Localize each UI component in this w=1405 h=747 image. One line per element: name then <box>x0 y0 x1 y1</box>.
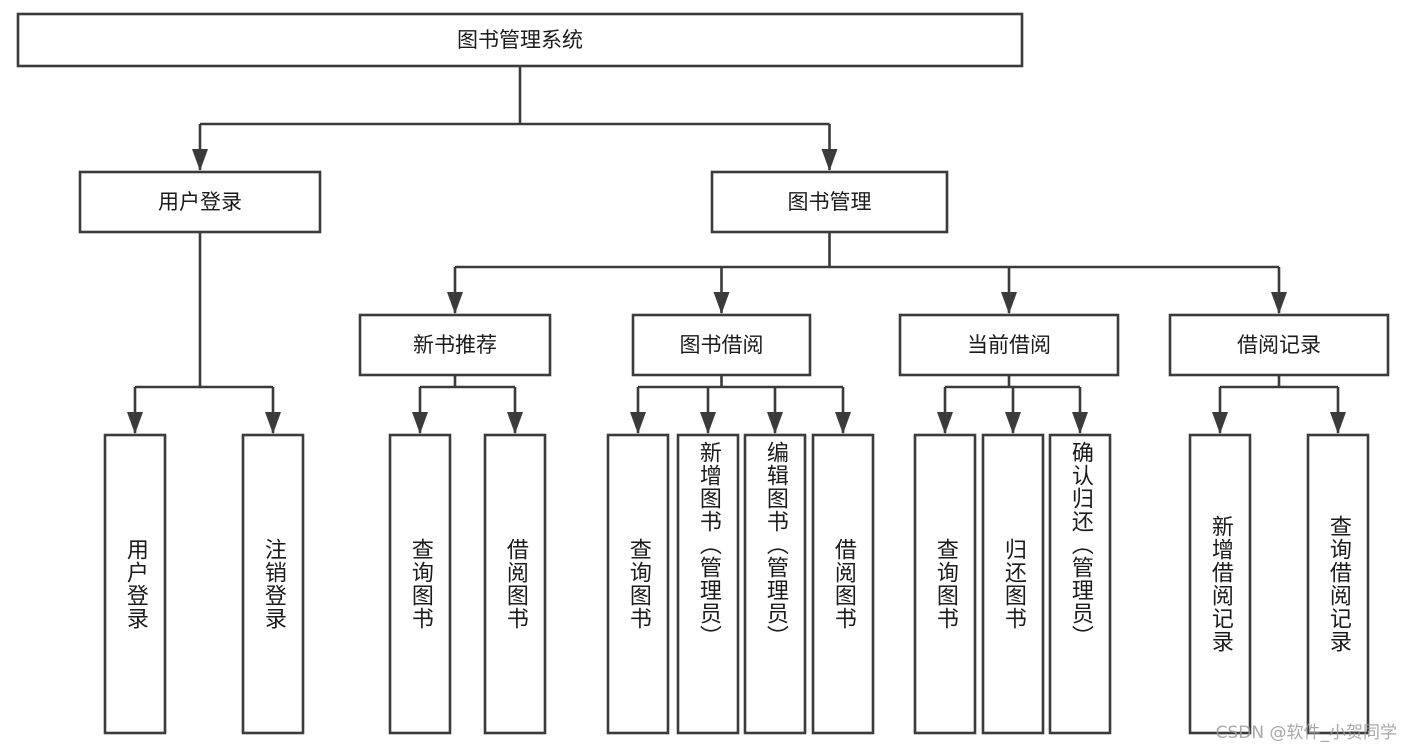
node-leaf-borrow-book[interactable] <box>811 433 875 735</box>
node-label: 图书管理 <box>788 190 872 214</box>
node-book-management[interactable] <box>710 170 949 234</box>
node-label: 借阅记录 <box>1237 333 1321 357</box>
arrow-head-borrow-records <box>1271 292 1287 314</box>
arrow-head-leaf-add-borrow-record <box>1212 412 1228 434</box>
arrow-head-leaf-borrow-book <box>835 412 851 434</box>
arrow-head-leaf-return-book <box>1005 412 1021 434</box>
node-label: 当前借阅 <box>967 333 1051 357</box>
node-leaf-user-login[interactable] <box>103 433 167 735</box>
arrow-head-leaf-logout <box>265 412 281 434</box>
arrow-head-book-borrow <box>713 292 730 314</box>
node-leaf-query-book-current[interactable] <box>913 433 977 735</box>
arrow-head-leaf-user-login <box>127 412 143 434</box>
node-leaf-return-book[interactable] <box>981 433 1045 735</box>
node-leaf-add-book-admin[interactable] <box>676 433 740 735</box>
arrow-head-new-book-recommend <box>447 292 463 314</box>
node-current-borrow[interactable] <box>898 313 1120 377</box>
node-root[interactable] <box>16 12 1024 68</box>
arrow-head-current-borrow <box>1001 292 1017 314</box>
node-new-book-recommend[interactable] <box>358 313 552 377</box>
arrow-head-leaf-confirm-return-admin <box>1072 412 1088 434</box>
node-borrow-records[interactable] <box>1168 313 1390 377</box>
node-leaf-logout[interactable] <box>241 433 305 735</box>
node-book-borrow[interactable] <box>631 313 812 377</box>
arrow-head-user-login <box>192 149 208 171</box>
arrow-head-leaf-query-book-borrow <box>630 412 646 434</box>
arrow-head-book-management <box>821 149 838 171</box>
node-label: 图书管理系统 <box>457 28 583 52</box>
node-leaf-edit-book-admin[interactable] <box>743 433 807 735</box>
node-leaf-query-book-borrow[interactable] <box>606 433 670 735</box>
arrow-head-leaf-edit-book-admin <box>767 412 783 434</box>
node-user-login[interactable] <box>78 170 322 234</box>
edges-layer <box>127 66 1346 434</box>
arrow-head-leaf-add-book-admin <box>700 412 716 434</box>
arrow-head-leaf-query-book-recommend <box>412 412 428 434</box>
arrow-head-leaf-query-book-current <box>937 412 953 434</box>
node-leaf-confirm-return-admin[interactable] <box>1048 433 1112 735</box>
node-label: 新书推荐 <box>413 333 497 357</box>
node-leaf-query-book-recommend[interactable] <box>388 433 452 735</box>
arrow-head-leaf-borrow-book-recommend <box>507 412 523 434</box>
node-label: 图书借阅 <box>680 333 764 357</box>
node-leaf-borrow-book-recommend[interactable] <box>483 433 547 735</box>
node-leaf-query-borrow-record[interactable] <box>1306 433 1370 735</box>
arrow-head-leaf-query-borrow-record <box>1330 412 1346 434</box>
node-leaf-add-borrow-record[interactable] <box>1188 433 1252 735</box>
node-label: 用户登录 <box>158 190 242 214</box>
